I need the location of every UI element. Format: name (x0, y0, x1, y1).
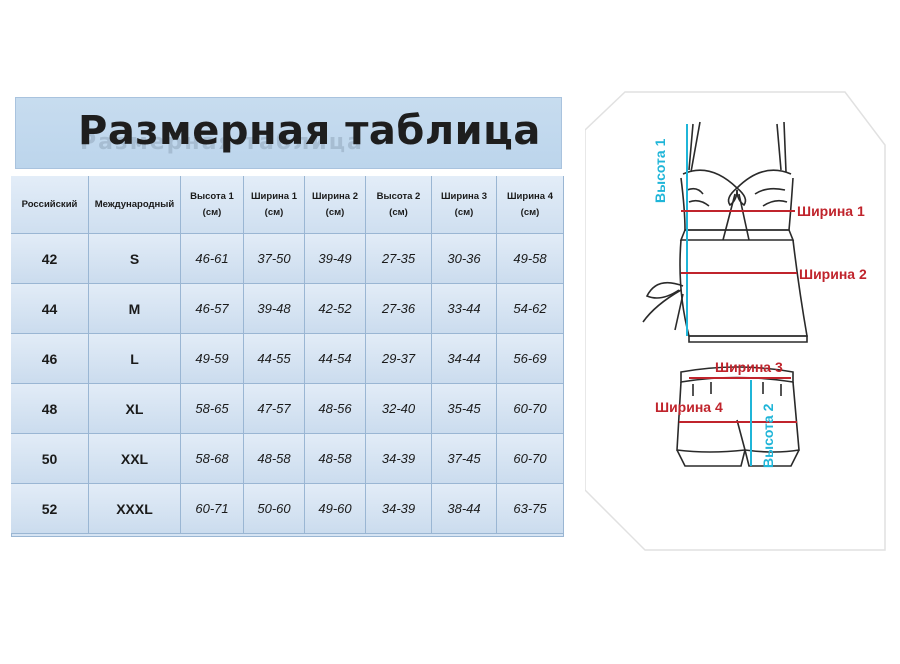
measurement-cell: 44-55 (244, 334, 305, 384)
measurement-cell: 34-39 (366, 434, 432, 484)
column-header: Ширина 4 (см) (497, 176, 564, 234)
column-header: Российский (11, 176, 89, 234)
column-header: Международный (89, 176, 181, 234)
measurement-cell: 34-44 (432, 334, 497, 384)
measurement-cell: 38-44 (432, 484, 497, 534)
measurement-cell: 48-58 (305, 434, 366, 484)
header-unit: (см) (264, 206, 284, 218)
measurement-cell: 33-44 (432, 284, 497, 334)
header-unit: (см) (454, 206, 474, 218)
russian-size-cell: 44 (11, 284, 89, 334)
header-label: Высота 1 (190, 190, 234, 202)
measurement-cell: 29-37 (366, 334, 432, 384)
international-size-cell: L (89, 334, 181, 384)
header-label: Ширина 1 (251, 190, 297, 202)
header-label: Международный (94, 198, 175, 210)
measurement-cell: 27-36 (366, 284, 432, 334)
label-width-1: Ширина 1 (797, 203, 865, 219)
measurement-cell: 27-35 (366, 234, 432, 284)
measurement-cell: 58-65 (181, 384, 244, 434)
measurement-cell: 50-60 (244, 484, 305, 534)
russian-size-cell: 50 (11, 434, 89, 484)
measurement-cell: 46-57 (181, 284, 244, 334)
russian-size-cell: 52 (11, 484, 89, 534)
column-header: Высота 1 (см) (181, 176, 244, 234)
page-title: Размерная таблица (78, 108, 541, 154)
measurement-cell: 35-45 (432, 384, 497, 434)
measurement-cell: 58-68 (181, 434, 244, 484)
header-unit: (см) (389, 206, 408, 218)
top-garment (642, 121, 808, 343)
label-height-1: Высота 1 (652, 138, 668, 203)
measurement-cell: 37-45 (432, 434, 497, 484)
russian-size-cell: 42 (11, 234, 89, 284)
garment-diagram: Высота 1 Ширина 1 Ширина 2 Ширина 3 Шири… (585, 91, 886, 551)
column-header: Ширина 3 (см) (432, 176, 497, 234)
measurement-cell: 49-58 (497, 234, 564, 284)
measurement-cell: 49-60 (305, 484, 366, 534)
measurement-cell: 60-70 (497, 384, 564, 434)
international-size-cell: XL (89, 384, 181, 434)
header-label: Российский (21, 198, 78, 210)
measurement-cell: 39-48 (244, 284, 305, 334)
russian-size-cell: 46 (11, 334, 89, 384)
measurement-lines (679, 124, 797, 466)
international-size-cell: XXXL (89, 484, 181, 534)
header-unit: (см) (325, 206, 345, 218)
measurement-cell: 60-70 (497, 434, 564, 484)
header-label: Высота 2 (376, 190, 421, 202)
measurement-cell: 42-52 (305, 284, 366, 334)
title-reflection: Размерная таблица (80, 130, 364, 155)
measurement-cell: 60-71 (181, 484, 244, 534)
russian-size-cell: 48 (11, 384, 89, 434)
label-width-3: Ширина 3 (715, 359, 783, 375)
measurement-cell: 56-69 (497, 334, 564, 384)
international-size-cell: XXL (89, 434, 181, 484)
measurement-cell: 54-62 (497, 284, 564, 334)
column-header: Ширина 1 (см) (244, 176, 305, 234)
header-label: Ширина 4 (507, 190, 553, 202)
international-size-cell: M (89, 284, 181, 334)
measurement-cell: 37-50 (244, 234, 305, 284)
measurement-cell: 48-56 (305, 384, 366, 434)
title-banner (15, 97, 562, 169)
measurement-cell: 30-36 (432, 234, 497, 284)
measurement-cell: 34-39 (366, 484, 432, 534)
header-unit: (см) (202, 206, 222, 218)
header-unit: (см) (520, 206, 540, 218)
measurement-cell: 63-75 (497, 484, 564, 534)
label-height-2: Высота 2 (760, 403, 776, 468)
measurement-cell: 46-61 (181, 234, 244, 284)
measurement-cell: 39-49 (305, 234, 366, 284)
column-header: Высота 2 (см) (366, 176, 432, 234)
label-width-2: Ширина 2 (799, 266, 867, 282)
measurement-cell: 44-54 (305, 334, 366, 384)
diagram-backdrop (585, 91, 886, 551)
header-label: Ширина 3 (441, 190, 487, 202)
header-label: Ширина 2 (312, 190, 358, 202)
measurement-cell: 47-57 (244, 384, 305, 434)
international-size-cell: S (89, 234, 181, 284)
label-width-4: Ширина 4 (655, 399, 723, 415)
measurement-cell: 49-59 (181, 334, 244, 384)
column-header: Ширина 2 (см) (305, 176, 366, 234)
measurement-cell: 48-58 (244, 434, 305, 484)
measurement-cell: 32-40 (366, 384, 432, 434)
